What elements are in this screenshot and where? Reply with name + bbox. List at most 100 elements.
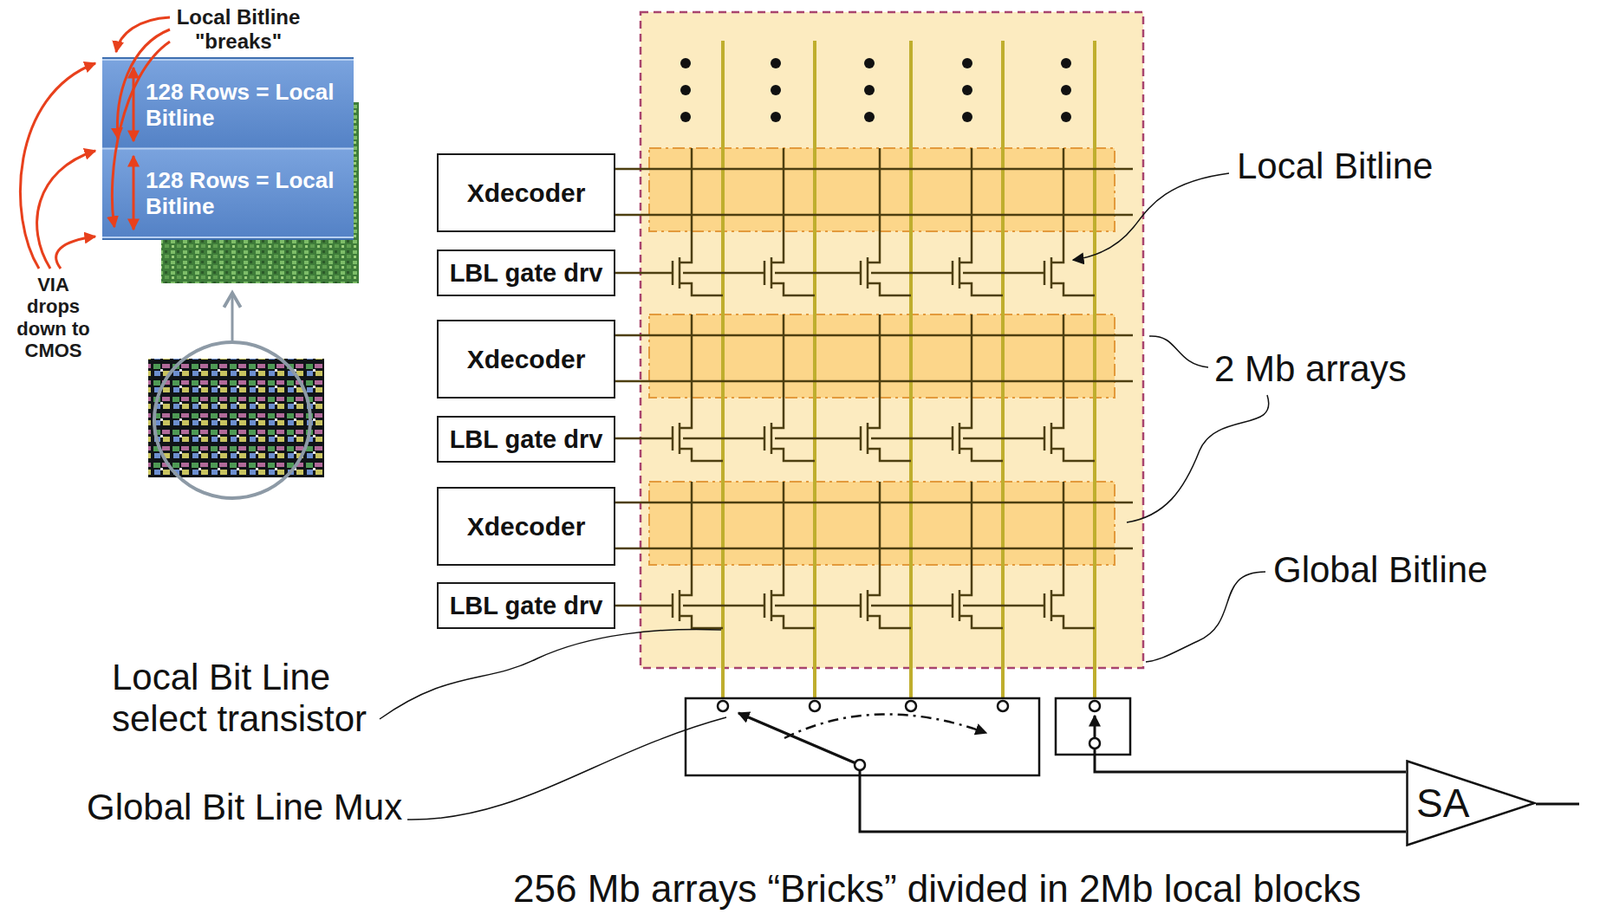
continuation-dot (770, 111, 781, 123)
local-bitline (679, 314, 692, 429)
continuation-dot (1060, 84, 1072, 96)
transistor-source (679, 283, 723, 296)
brick-outline (640, 12, 1144, 669)
continuation-dot (962, 84, 973, 96)
local-bitline (959, 481, 972, 596)
bitline-break (102, 148, 354, 150)
gate-plate (763, 593, 767, 618)
xdecoder-box: Xdecoder (436, 153, 616, 233)
transistor-source (771, 616, 815, 629)
gate-plate (951, 426, 955, 451)
global-bitline (1092, 40, 1097, 702)
gate-plate (1043, 426, 1047, 451)
local-bitline (959, 314, 972, 429)
gate-line (774, 437, 861, 441)
gate-plate (763, 426, 767, 451)
local-bitline (1051, 148, 1064, 263)
local-bitline (679, 481, 692, 596)
transistor-source (771, 283, 815, 296)
pass-output (1089, 738, 1100, 749)
gate-line (682, 272, 765, 275)
bitline-break (102, 58, 354, 61)
node-text: Xdecoder (467, 178, 586, 209)
mux-sweep (784, 714, 987, 739)
local-bitline (959, 148, 972, 263)
node-text: 128 Rows = Local Bitline (145, 168, 347, 221)
gate-plate (1043, 260, 1047, 286)
gate-line (871, 604, 953, 608)
transistor-source (959, 616, 1003, 629)
gate-line (871, 437, 953, 441)
node-text: LBL gate drv (449, 425, 604, 455)
word-line (615, 168, 1133, 171)
mux-input (809, 701, 820, 712)
transistor-source (1051, 616, 1095, 629)
figure-caption: 256 Mb arrays “Bricks” divided in 2Mb lo… (513, 868, 1361, 911)
gate-plate (671, 426, 675, 451)
local-bitline (867, 148, 880, 263)
word-line (615, 380, 1133, 384)
node-text: LBL gate drv (449, 591, 604, 621)
gate-line (962, 437, 1045, 441)
gate-plate (1043, 593, 1047, 618)
gate-plate (859, 593, 863, 618)
gate-driver-box: LBL gate drv (436, 582, 616, 630)
word-line (615, 501, 1133, 505)
bitline-block-fill (102, 149, 354, 237)
transistor-source (959, 283, 1003, 296)
local-bitline (771, 314, 784, 429)
leader-line (1145, 572, 1266, 663)
transistor-source (867, 448, 911, 462)
continuation-dot (962, 111, 973, 123)
leader-label: 2 Mb arrays (1214, 348, 1407, 391)
global-bitline (721, 40, 725, 702)
gate-line (615, 604, 673, 608)
leader-line (407, 717, 727, 820)
sense-wire (1094, 748, 1406, 773)
bitline-panel (102, 57, 354, 241)
leader-line (1126, 395, 1269, 523)
local-bitline (1051, 481, 1064, 596)
global-bitline (909, 40, 913, 702)
transistor-source (959, 448, 1003, 462)
zoom-arrow (231, 292, 235, 341)
leader-line (1073, 173, 1230, 261)
gate-plate (859, 260, 863, 286)
global-bitline-mux (685, 698, 1040, 776)
word-line (615, 214, 1133, 217)
local-bitline (867, 481, 880, 596)
leader-label: Local Bit Line select transistor (111, 656, 381, 742)
gate-line (682, 437, 765, 441)
callout-label: Local Bitline "breaks" (156, 5, 321, 53)
leader-line (1149, 336, 1209, 368)
global-bitline (1001, 40, 1005, 702)
continuation-dot (1060, 58, 1072, 69)
gate-line (682, 604, 765, 608)
sense-amplifier: SA (1405, 760, 1536, 847)
continuation-dot (680, 111, 691, 123)
node-text: SA (1416, 783, 1470, 824)
mux-input (717, 701, 729, 712)
gate-plate (951, 260, 955, 286)
continuation-dot (864, 111, 875, 123)
gate-line (615, 272, 673, 275)
global-bitline (813, 40, 817, 702)
mux-pivot (854, 760, 866, 771)
amplifier-outline (1407, 761, 1535, 846)
magnifier-ring (154, 342, 311, 499)
row-span-arrow (132, 67, 136, 142)
gate-plate (951, 593, 955, 618)
transistor-source (679, 448, 723, 462)
continuation-dot (770, 58, 781, 69)
continuation-dot (680, 84, 691, 96)
gate-driver-box: LBL gate drv (436, 249, 616, 297)
continuation-dot (1060, 111, 1072, 123)
via-pointer (37, 150, 96, 269)
gate-driver-box: LBL gate drv (436, 416, 616, 463)
node-text: Xdecoder (467, 344, 586, 375)
gate-plate (671, 593, 675, 618)
bitline-block: 128 Rows = Local Bitline (102, 149, 354, 237)
gate-line (774, 604, 861, 608)
local-array-band (649, 481, 1115, 566)
